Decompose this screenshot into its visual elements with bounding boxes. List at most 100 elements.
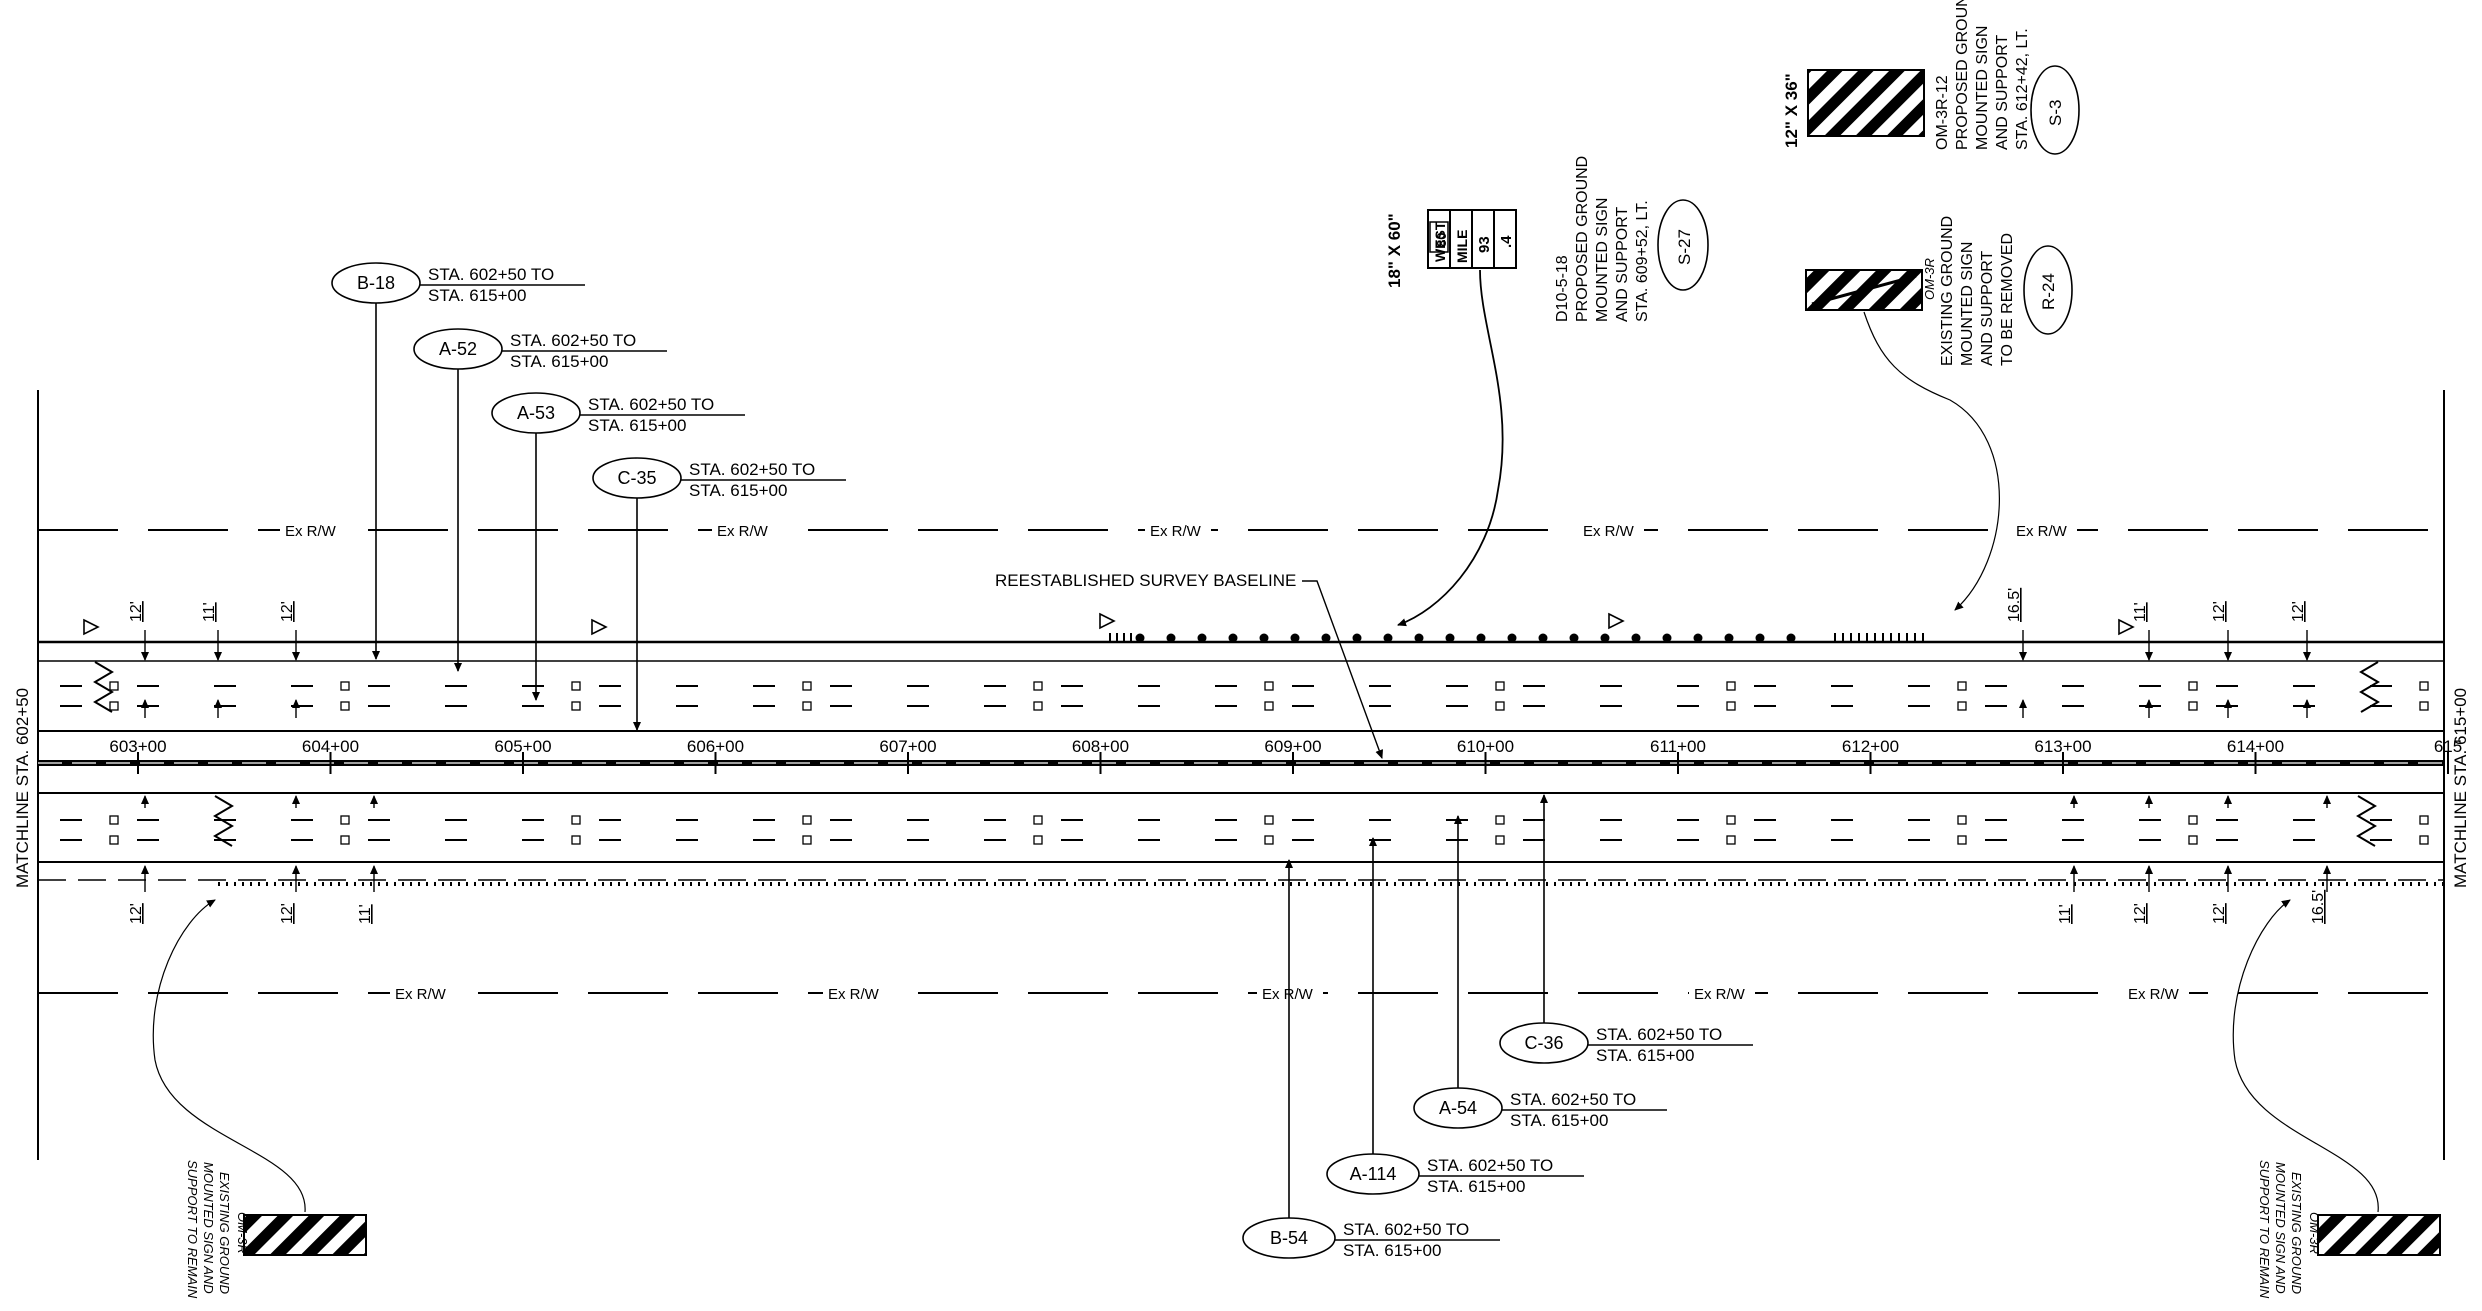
dimension-label: 11': [201, 602, 218, 622]
raised-marker: [1495, 815, 1505, 825]
taper-symbols: [93, 661, 2380, 847]
delineator-dot: [1321, 633, 1331, 643]
sign-s27-note: STA. 609+52, LT.: [1634, 200, 1651, 322]
delineator-dot: [1352, 633, 1362, 643]
taper-symbol: [93, 661, 114, 713]
station-label: 604+00: [302, 737, 359, 756]
dimension-label: 12': [2132, 903, 2149, 924]
sign-s3-note: STA. 612+42, LT.: [2014, 28, 2031, 150]
row-label-mask: [280, 519, 346, 541]
sign-remain-note: EXISTING GROUND: [217, 1172, 232, 1294]
raised-marker: [2188, 681, 2198, 691]
dimension-label: 11': [2057, 904, 2074, 924]
raised-marker: [1033, 701, 1043, 711]
taper-symbol: [213, 795, 234, 847]
raised-marker: [109, 681, 119, 691]
bottom-callout-station-from: STA. 602+50 TO: [1596, 1025, 1722, 1044]
raised-marker: [1264, 681, 1274, 691]
row-label: Ex R/W: [285, 523, 337, 540]
row-label: Ex R/W: [2128, 986, 2180, 1003]
raised-marker: [1033, 815, 1043, 825]
lane-dimensions: 12'11'12'16.5'11'12'12'12'12'11'11'12'12…: [128, 588, 2331, 924]
bottom-callout-station-to: STA. 615+00: [1427, 1177, 1525, 1196]
station-label: 605+00: [494, 737, 551, 756]
station-label: 614+00: [2227, 737, 2284, 756]
bottom-callout-station-to: STA. 615+00: [1343, 1241, 1441, 1260]
sign-r24-note: AND SUPPORT: [1979, 250, 1996, 366]
row-label-mask: [390, 982, 456, 1004]
delineator-dot: [1755, 633, 1765, 643]
delineator-dot: [1414, 633, 1424, 643]
sign-s27-tenth: .4: [1498, 235, 1515, 248]
raised-marker: [1726, 681, 1736, 691]
raised-marker: [340, 835, 350, 845]
raised-marker: [802, 681, 812, 691]
top-callout-id: A-52: [439, 339, 477, 359]
bottom-callout-station-from: STA. 602+50 TO: [1343, 1220, 1469, 1239]
sign-remain-hatch: [2317, 1214, 2441, 1256]
bottom-callout-id: C-36: [1524, 1033, 1563, 1053]
sign-remain-note: OM-3R: [235, 1212, 250, 1254]
row-label-mask: [1689, 982, 1755, 1004]
delineator-dot: [1662, 633, 1672, 643]
station-label: 611+00: [1650, 737, 1706, 756]
triangle-marker: [1608, 612, 1625, 630]
delineator-dot: [1724, 633, 1734, 643]
row-label-mask: [823, 982, 889, 1004]
top-callout-id: B-18: [357, 273, 395, 293]
delineator-dot: [1569, 633, 1579, 643]
station-label: 612+00: [1842, 737, 1899, 756]
raised-marker: [571, 835, 581, 845]
top-callout-station-from: STA. 602+50 TO: [428, 265, 554, 284]
station-label: 607+00: [879, 737, 936, 756]
bottom-callout-station-from: STA. 602+50 TO: [1510, 1090, 1636, 1109]
top-callout-oval: [413, 328, 503, 370]
sign-s27-mile: MILE: [1454, 230, 1470, 263]
sign-s3-tag: S-3: [2046, 100, 2065, 126]
dimension-label: 16.5': [2006, 588, 2023, 622]
station-label: 606+00: [687, 737, 744, 756]
sign-s3-size: 12" X 36": [1782, 73, 1801, 148]
bottom-callout-id: A-54: [1439, 1098, 1477, 1118]
raised-marker: [340, 681, 350, 691]
raised-marker: [1957, 701, 1967, 711]
bottom-callout-id: B-54: [1270, 1228, 1308, 1248]
raised-marker: [1264, 815, 1274, 825]
baseline-leader: [1302, 580, 1383, 759]
bottom-callout-station-to: STA. 615+00: [1596, 1046, 1694, 1065]
taper-symbol: [2359, 661, 2380, 713]
bottom-callout-station-to: STA. 615+00: [1510, 1111, 1608, 1130]
sign-remain-leader: [2232, 899, 2379, 1213]
raised-marker: [571, 815, 581, 825]
sign-s27-note: D10-5-18: [1554, 255, 1571, 322]
direction-triangles: [83, 612, 2135, 636]
dimension-label: 12': [2211, 601, 2228, 622]
row-label-mask: [1145, 519, 1211, 541]
station-label: 613+00: [2034, 737, 2091, 756]
raised-marker: [2188, 815, 2198, 825]
raised-marker: [1726, 701, 1736, 711]
delineator-dot: [1476, 633, 1486, 643]
raised-marker: [571, 681, 581, 691]
top-callout-station-from: STA. 602+50 TO: [588, 395, 714, 414]
delineator-posts: [1109, 633, 1924, 643]
delineator-dot: [1507, 633, 1517, 643]
sign-s27-route: [1429, 221, 1449, 253]
station-label: 615: [2434, 737, 2462, 756]
sign-remain-note: SUPPORT TO REMAIN: [2257, 1160, 2272, 1299]
row-label-mask: [2011, 519, 2077, 541]
top-callout-station-from: STA. 602+50 TO: [689, 460, 815, 479]
raised-marker: [340, 701, 350, 711]
sign-s3: 12" X 36" OM-3R-12 PROPOSED GROUND MOUNT…: [1782, 0, 2080, 155]
raised-marker: [109, 835, 119, 845]
sign-r24-note: EXISTING GROUND: [1939, 216, 1956, 366]
top-callout-station-from: STA. 602+50 TO: [510, 331, 636, 350]
sign-remain-note: MOUNTED SIGN AND: [201, 1162, 216, 1294]
delineator-dot: [1259, 633, 1269, 643]
bottom-callout-oval: [1242, 1217, 1336, 1259]
sign-s27-note: AND SUPPORT: [1614, 206, 1631, 322]
sign-s27-mile-num: 93: [1476, 236, 1493, 253]
